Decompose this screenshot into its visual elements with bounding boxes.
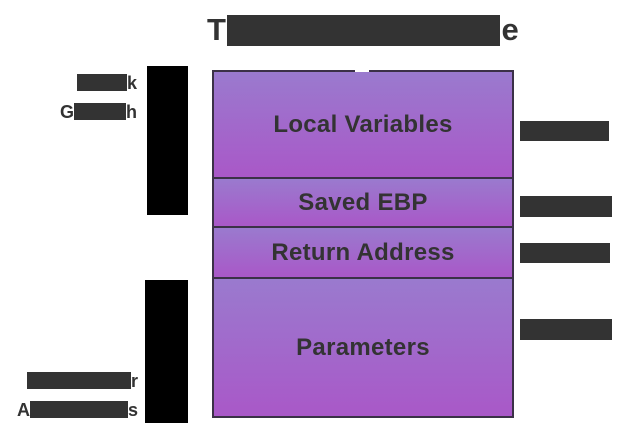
saved-ebp-label: Saved EBP — [298, 188, 428, 216]
title-suffix-letter: e — [501, 12, 520, 47]
stack-frame-box: Local Variables Saved EBP Return Address… — [212, 70, 514, 418]
parameters-label: Parameters — [296, 333, 430, 361]
higher-addresses-redaction-1 — [26, 372, 131, 389]
stack-section-return-address: Return Address — [214, 226, 512, 277]
stack-section-parameters: Parameters — [214, 277, 512, 416]
stack-section-local-variables: Local Variables — [214, 72, 512, 177]
stack-section-saved-ebp: Saved EBP — [214, 177, 512, 226]
stack-growth-redaction-1 — [76, 74, 127, 91]
return-address-label: Return Address — [271, 238, 455, 266]
diagram-title: T e — [207, 12, 519, 48]
frame-top-border-notch — [355, 68, 369, 72]
address-redaction-return-address — [520, 243, 610, 263]
stack-growth-arrow-redaction — [147, 66, 188, 215]
title-prefix-letter: T — [207, 12, 227, 47]
stack-growth-redaction-2 — [74, 103, 126, 120]
address-redaction-saved-ebp — [520, 196, 612, 217]
higher-addresses-line1: r — [8, 372, 138, 390]
higher-addresses-arrow-redaction — [145, 280, 188, 423]
local-variables-label: Local Variables — [273, 110, 453, 138]
title-redaction-bar — [227, 14, 501, 46]
address-redaction-local-variables — [520, 121, 609, 141]
address-redaction-parameters — [520, 319, 612, 340]
stack-growth-line1: k — [30, 74, 137, 92]
higher-addresses-redaction-2 — [29, 401, 128, 418]
